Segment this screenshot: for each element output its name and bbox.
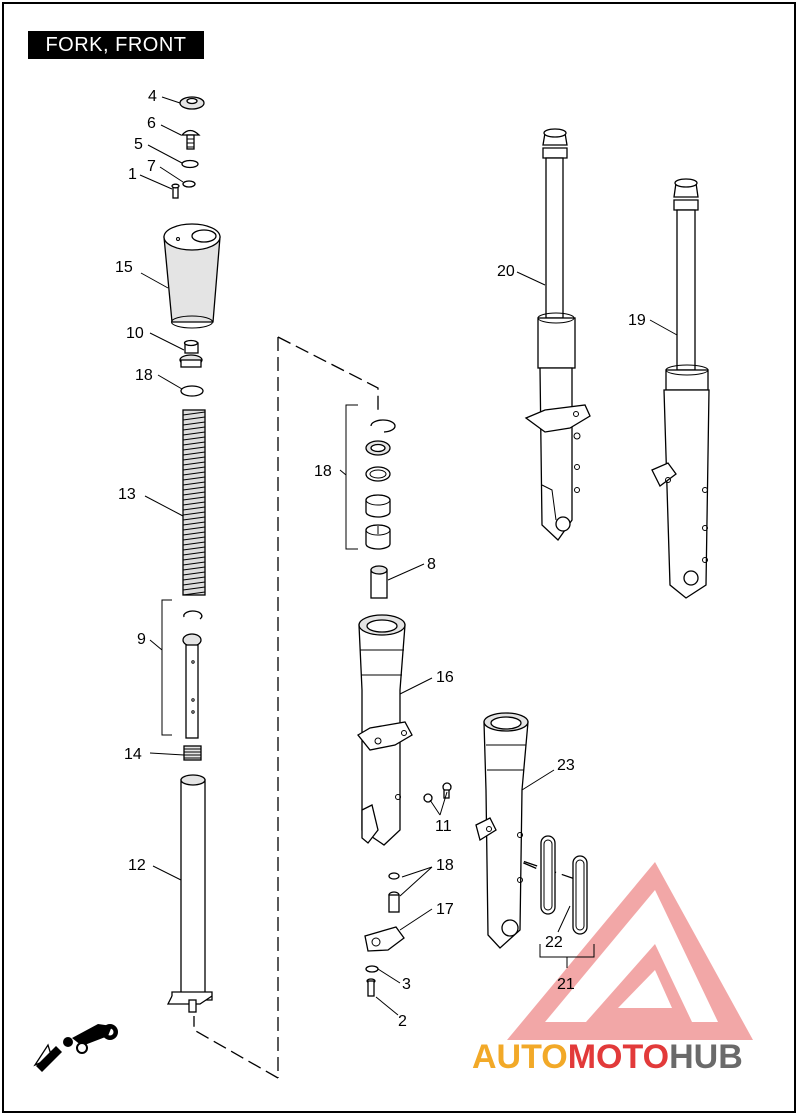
- part-8-bushing: [370, 565, 388, 599]
- callout-15: 15: [115, 259, 133, 276]
- callout-13: 13: [118, 486, 136, 503]
- part-14-rebound-spring: [183, 745, 202, 761]
- callout-22: 22: [545, 934, 563, 951]
- part-2-screw: [366, 978, 376, 997]
- callout-4: 4: [148, 88, 157, 105]
- callout-9: 9: [137, 631, 146, 648]
- part-7-washer: [182, 180, 196, 188]
- watermark-auto: AUTO: [472, 1038, 568, 1076]
- assembly-dashed-line-upper: [277, 336, 379, 410]
- part-19-right-fork-assembly: [651, 178, 710, 599]
- callout-2: 2: [398, 1013, 407, 1030]
- part-17-axle-clamp: [364, 926, 405, 952]
- leader-lines: [139, 96, 678, 1016]
- part-22-seal: [540, 835, 556, 915]
- part-1-screw: [171, 183, 180, 199]
- watermark-logo: [507, 862, 753, 1040]
- callout-6: 6: [147, 115, 156, 132]
- part-9-damper-rod: [182, 610, 203, 739]
- watermark-hub: HUB: [669, 1038, 743, 1076]
- watermark-text: AUTOMOTOHUB: [472, 1038, 743, 1076]
- part-18-o-ring: [180, 385, 204, 397]
- front-direction-icon: [33, 1024, 118, 1072]
- callout-18-kit: 18: [314, 463, 332, 480]
- callout-16: 16: [436, 669, 454, 686]
- part-9-group-bracket: [161, 599, 172, 736]
- part-5-washer: [181, 159, 199, 169]
- callout-3: 3: [402, 976, 411, 993]
- callout-18-lower: 18: [436, 857, 454, 874]
- part-18-lower-washer: [388, 872, 400, 880]
- diagram-title: FORK, FRONT: [28, 31, 204, 59]
- callout-21: 21: [557, 976, 575, 993]
- part-12-fork-tube: [166, 774, 213, 1013]
- part-18-seal-kit-bracket: [345, 404, 358, 550]
- part-21-seal: [572, 855, 588, 935]
- seal-kit-components: [365, 419, 396, 550]
- assembly-dashed-line: [193, 337, 279, 1079]
- callout-19: 19: [628, 312, 646, 329]
- callout-5: 5: [134, 136, 143, 153]
- part-3-washer: [365, 965, 379, 973]
- callout-1: 1: [128, 166, 137, 183]
- part-4-cap: [179, 96, 205, 110]
- callout-23: 23: [557, 757, 575, 774]
- part-16-fork-slider: [357, 614, 413, 846]
- part-6-bolt: [180, 129, 201, 150]
- part-21-22-bracket: [539, 944, 595, 968]
- callout-17: 17: [436, 901, 454, 918]
- part-13-fork-spring: [182, 409, 206, 596]
- callout-8: 8: [427, 556, 436, 573]
- part-10-damper-valve: [179, 339, 203, 368]
- part-17-bolt: [388, 891, 400, 913]
- watermark-moto: MOTO: [568, 1038, 669, 1076]
- callout-labels: 4 6 5 7 1 15 10 18 13 9 14 12 18 8 16 11…: [115, 88, 646, 1030]
- callout-10: 10: [126, 325, 144, 342]
- callout-14: 14: [124, 746, 142, 763]
- part-23-fork-slider: [475, 712, 529, 949]
- callout-20: 20: [497, 263, 515, 280]
- callout-18-oring: 18: [135, 367, 153, 384]
- callout-11: 11: [435, 818, 452, 835]
- callout-7: 7: [147, 158, 156, 175]
- callout-12: 12: [128, 857, 146, 874]
- part-20-left-fork-assembly: [524, 128, 591, 541]
- part-15-slider-cover: [163, 223, 221, 329]
